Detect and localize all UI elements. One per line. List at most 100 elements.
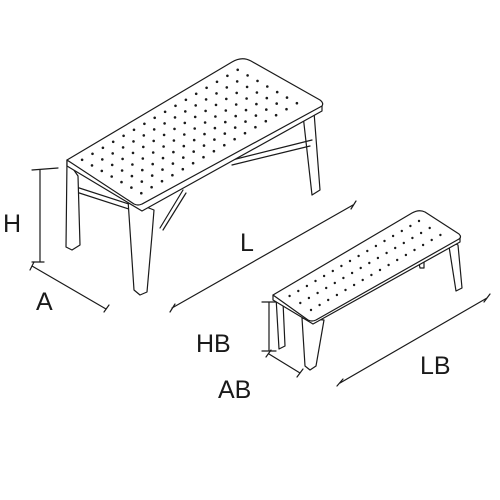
perforation-dot (400, 229, 403, 233)
perforation-dot (244, 108, 248, 112)
perforation-dot (394, 246, 397, 250)
perforation-dot (90, 164, 94, 167)
bench-perforations (288, 219, 442, 312)
perforation-dot (385, 251, 388, 255)
perforation-dot (244, 120, 247, 123)
perforation-dot (297, 289, 300, 293)
table-front-left-leg (65, 159, 81, 251)
perforation-dot (361, 278, 364, 282)
perforation-dot (322, 274, 326, 278)
perforation-dot (374, 244, 378, 248)
perforation-dot (255, 102, 258, 106)
perforation-dot (299, 301, 302, 305)
bench-length-dimension-line (336, 293, 491, 387)
perforation-dot (141, 168, 144, 172)
perforation-dot (348, 259, 352, 263)
perforation-dot (255, 91, 259, 94)
perforation-dot (203, 121, 207, 124)
perforation-dot (120, 169, 124, 172)
perforation-dot (402, 241, 405, 245)
perforation-dot (295, 101, 299, 105)
perforation-dot (368, 261, 371, 265)
perforation-dot (307, 296, 311, 300)
perforation-dot (331, 269, 334, 273)
bench-drawing (272, 210, 463, 371)
label-bench-length: LB (420, 352, 451, 380)
label-width: A (36, 288, 53, 316)
perforation-dot (316, 291, 319, 295)
perforation-dot (132, 128, 136, 132)
perforation-dot (245, 85, 249, 89)
perforation-dot (163, 122, 166, 125)
perforation-dot (245, 97, 248, 100)
perforation-dot (411, 236, 414, 240)
perforation-dot (370, 273, 373, 277)
perforation-dot (214, 103, 218, 107)
perforation-dot (204, 109, 207, 113)
perforation-dot (192, 138, 196, 142)
perforation-dot (173, 127, 176, 131)
perforation-dot (224, 109, 228, 112)
perforation-dot (234, 103, 238, 106)
perforation-dot (318, 303, 321, 307)
perforation-dot (325, 286, 328, 290)
perforation-dot (288, 294, 291, 298)
perforation-dot (130, 174, 134, 178)
perforation-dot (121, 157, 124, 161)
perforation-dot (396, 258, 399, 262)
perforation-dot (225, 86, 229, 89)
perforation-dot (111, 140, 115, 144)
perforation-dot (80, 158, 84, 162)
perforation-dot (383, 239, 386, 243)
perforation-dot (285, 107, 288, 111)
perforation-dot (140, 191, 143, 195)
perforation-dot (285, 96, 289, 99)
perforation-dot (235, 80, 239, 83)
label-height: H (3, 210, 21, 238)
perforation-dot (233, 137, 236, 141)
bench-front-right-leg (301, 317, 325, 371)
perforation-dot (305, 284, 309, 288)
perforation-dot (275, 102, 279, 105)
perforation-dot (265, 108, 268, 111)
perforation-dot (309, 308, 313, 312)
perforation-dot (121, 146, 125, 149)
perforation-dot (264, 119, 268, 123)
perforation-dot (184, 110, 187, 113)
perforation-dot (191, 161, 195, 165)
perforation-dot (203, 132, 206, 136)
perforation-dot (202, 155, 205, 159)
perforation-dot (194, 104, 197, 107)
perforation-dot (391, 234, 395, 238)
perforation-dot (333, 281, 336, 285)
bench-height-dimension-line (261, 301, 277, 352)
table-diagonal-brace (159, 189, 187, 231)
perforation-dot (352, 283, 356, 287)
width-dimension-line (29, 261, 110, 313)
perforation-dot (101, 146, 105, 150)
perforation-dot (256, 79, 259, 83)
perforation-dot (131, 163, 134, 166)
perforation-dot (141, 157, 145, 160)
perforation-dot (181, 167, 185, 171)
perforation-dot (409, 224, 412, 228)
bench-seat (272, 210, 462, 322)
perforation-dot (350, 271, 354, 275)
table-side-rail (69, 184, 133, 211)
perforation-dot (131, 151, 135, 155)
perforation-dot (327, 298, 330, 302)
perforation-dot (172, 139, 176, 142)
label-bench-width: AB (218, 376, 251, 404)
perforation-dot (430, 238, 433, 242)
perforation-dot (243, 131, 247, 135)
perforation-dot (212, 149, 216, 153)
perforation-dot (234, 114, 237, 118)
perforation-dot (151, 151, 155, 154)
perforation-dot (254, 114, 258, 117)
height-dimension-line (31, 167, 59, 263)
perforation-dot (421, 243, 425, 247)
perforation-dot (224, 120, 227, 124)
perforation-dot (193, 127, 196, 130)
perforation-dot (152, 128, 156, 131)
